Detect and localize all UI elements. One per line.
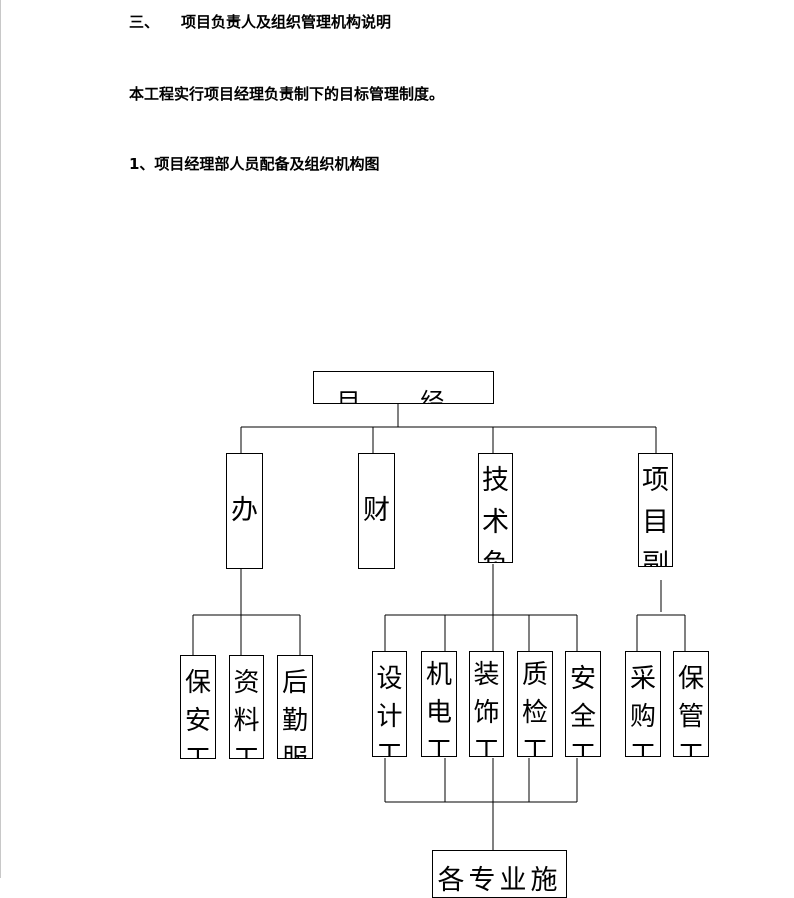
org-box-tech: 技 术 负 [478,453,513,563]
org-char: 电 [425,698,452,728]
org-char: 资 [233,668,260,698]
org-char: 财 [363,495,390,526]
org-char: 工 [425,736,452,757]
org-box-decoration: 装 饰 工 [469,651,504,757]
org-char: 质 [521,660,548,690]
org-char: 保 [677,664,704,694]
org-char: 检 [521,698,548,728]
org-char: 管 [677,702,704,732]
org-box-finance: 财 [358,453,395,569]
org-top-label: 目 经 [336,388,471,404]
org-char: 项 [642,465,669,496]
org-top-box: 目 经 [313,371,494,404]
org-char: 工 [376,740,403,757]
org-char: 负 [482,544,509,562]
org-char: 工 [677,740,704,757]
org-box-qc: 质 检 工 [517,651,553,757]
org-box-office: 办 [226,453,263,569]
org-char: 服 [281,744,308,759]
org-bottom-label: 各专业施 [437,864,562,896]
section-heading: 三、 项目负责人及组织管理机构说明 [129,11,391,32]
section-number: 三、 [129,13,160,31]
org-box-logistics: 后 勤 服 [277,655,313,759]
subsection-heading: 1、项目经理部人员配备及组织机构图 [129,155,380,173]
org-char: 勤 [281,706,308,736]
org-char: 计 [376,702,403,732]
org-char: 安 [569,664,596,694]
org-char: 安 [184,706,211,736]
org-char: 工 [473,736,500,757]
org-char: 保 [184,668,211,698]
org-box-purchase: 采 购 工 [625,651,661,757]
org-char: 设 [376,664,403,694]
org-char: 全 [569,702,596,732]
org-bottom-box: 各专业施 [432,850,567,898]
org-char: 工 [569,740,596,757]
org-box-archive: 资 料 工 [229,655,264,759]
org-char: 技 [482,465,509,496]
org-char: 工 [184,744,211,759]
org-box-deputy: 项 目 副 [638,453,673,567]
org-char: 目 [642,507,669,538]
org-char: 办 [231,495,258,526]
org-box-security: 保 安 工 [180,655,216,759]
org-char: 购 [629,702,656,732]
org-char: 饰 [473,698,500,728]
org-box-design: 设 计 工 [372,651,407,757]
org-char: 工 [521,736,548,757]
org-char: 料 [233,706,260,736]
org-box-safety: 安 全 工 [565,651,601,757]
org-box-custody: 保 管 工 [673,651,709,757]
org-char: 副 [642,549,669,567]
org-chart-connectors [192,403,686,850]
org-box-mep: 机 电 工 [421,651,457,757]
page-left-edge [0,0,1,878]
org-char: 装 [473,660,500,690]
org-char: 工 [233,744,260,759]
org-char: 工 [629,740,656,757]
body-paragraph: 本工程实行项目经理负责制下的目标管理制度。 [129,85,445,103]
org-char: 采 [629,664,656,694]
org-char: 术 [482,507,509,538]
org-char: 机 [425,660,452,690]
section-title: 项目负责人及组织管理机构说明 [181,13,392,31]
org-char: 后 [281,668,308,698]
